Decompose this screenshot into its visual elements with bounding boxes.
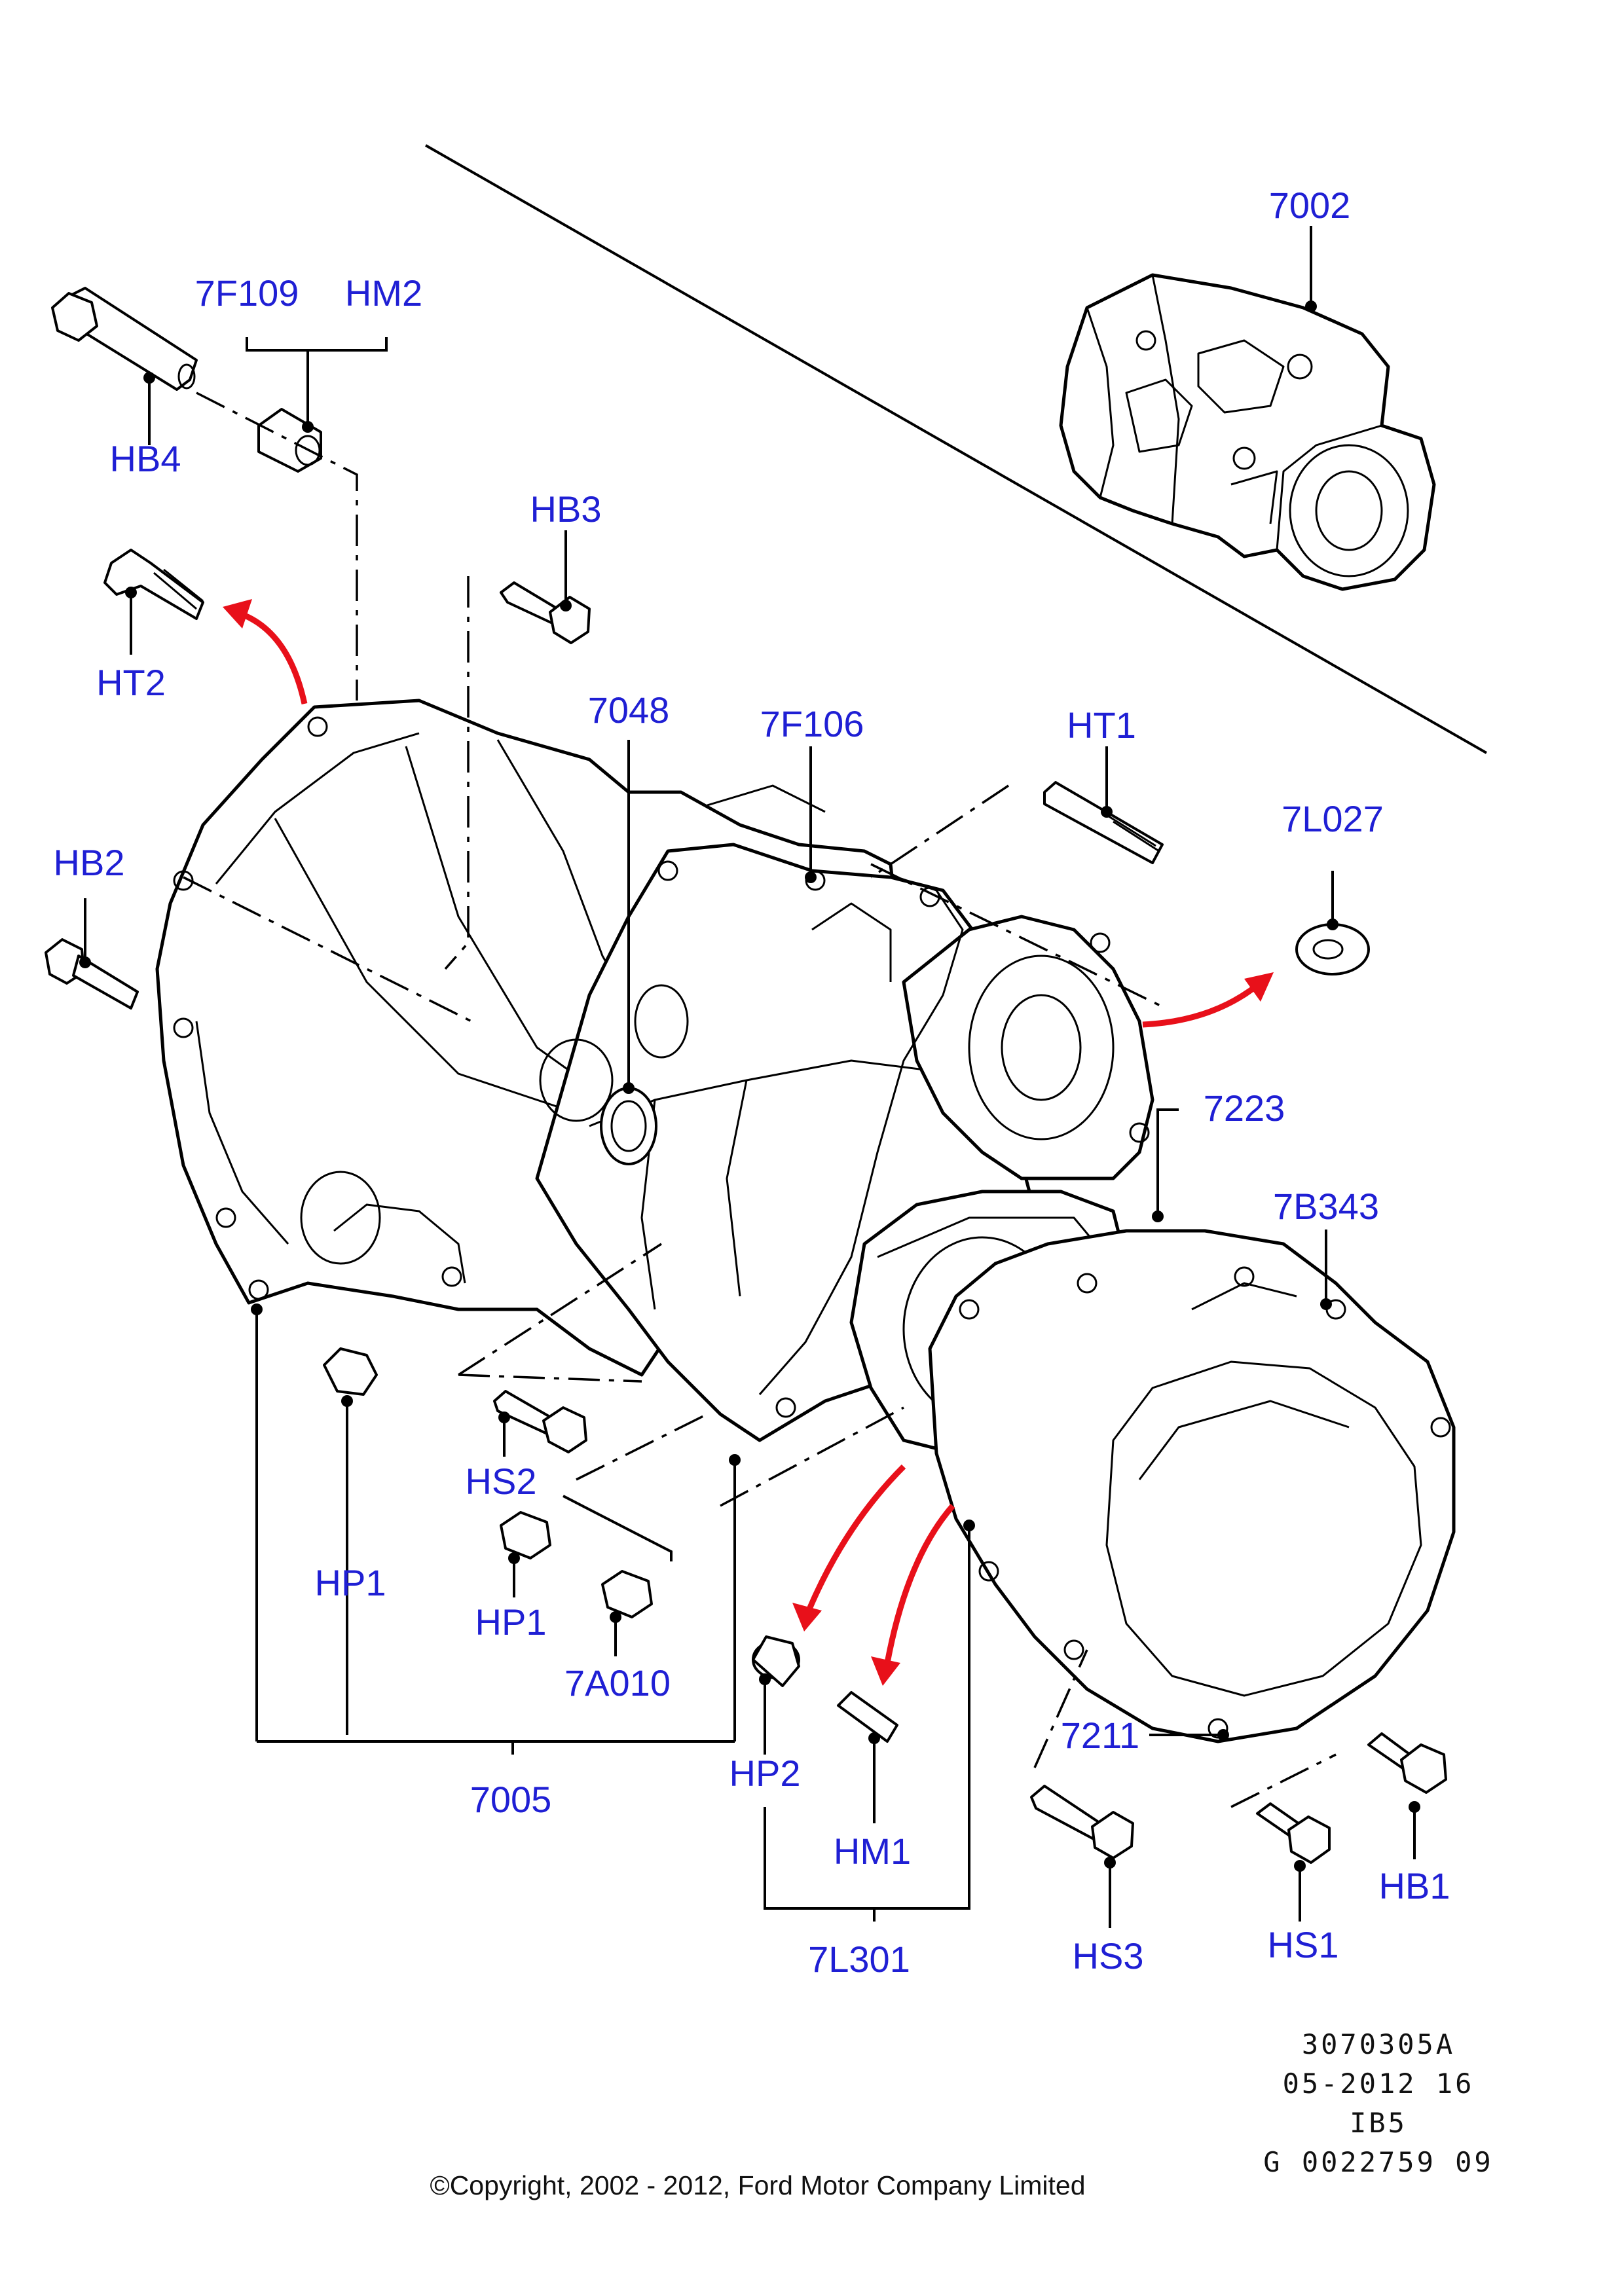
label-HT2: HT2 [96, 662, 166, 703]
reference-line-4: G 0022759 09 [1263, 2146, 1493, 2178]
bolt-HB1-illustration [1367, 1732, 1447, 1794]
reference-line-2: 05-2012 16 [1283, 2068, 1475, 2100]
stud-HT2-illustration [103, 549, 204, 620]
bolt-HB3-illustration [500, 581, 591, 644]
label-HB3: HB3 [530, 488, 602, 530]
seal-7048-illustration [600, 1087, 657, 1165]
bolt-HB2-illustration [45, 938, 139, 1010]
label-7L301: 7L301 [808, 1939, 910, 1980]
bolt-HS2-illustration [493, 1390, 587, 1453]
label-7005: 7005 [470, 1779, 552, 1820]
label-HS2: HS2 [466, 1461, 537, 1502]
label-7F106: 7F106 [760, 703, 864, 744]
label-HS3: HS3 [1073, 1935, 1144, 1977]
plug-HP1-mid-illustration [500, 1511, 551, 1559]
bolt-HS3-illustration [1030, 1785, 1134, 1859]
bolt-HS1-illustration [1256, 1802, 1331, 1864]
plug-HP1-illustration [323, 1347, 378, 1396]
label-HP1-left: HP1 [315, 1562, 386, 1603]
label-HP1-mid: HP1 [475, 1601, 547, 1643]
label-7B343: 7B343 [1273, 1186, 1379, 1227]
dowel-HM1-illustration [837, 1691, 898, 1743]
label-7002: 7002 [1269, 185, 1351, 226]
transmission-assembly-illustration [1059, 273, 1436, 591]
sleeve-7F109-illustration [257, 408, 322, 473]
reference-line-1: 3070305A [1302, 2028, 1455, 2060]
label-7F109: 7F109 [195, 272, 299, 314]
label-HB2: HB2 [54, 842, 125, 883]
label-7L027: 7L027 [1282, 798, 1384, 839]
separator-line [425, 144, 1487, 754]
label-7223: 7223 [1204, 1087, 1285, 1129]
reference-line-3: IB5 [1350, 2107, 1407, 2139]
washer-7L027-illustration [1295, 923, 1370, 975]
label-7211: 7211 [1061, 1715, 1139, 1756]
label-HP2: HP2 [729, 1753, 801, 1794]
label-HS1: HS1 [1268, 1924, 1339, 1965]
label-7A010: 7A010 [564, 1662, 671, 1704]
label-HB1: HB1 [1379, 1865, 1450, 1906]
plug-HP2-illustration [752, 1635, 800, 1687]
gasket-7F106-illustration [758, 869, 964, 1395]
plug-7A010-illustration [601, 1570, 653, 1618]
label-HM2: HM2 [345, 272, 422, 314]
label-HB4: HB4 [110, 438, 181, 479]
label-7048: 7048 [588, 689, 670, 731]
bolt-HB4-illustration [51, 287, 198, 391]
copyright-notice: ©Copyright, 2002 - 2012, Ford Motor Comp… [430, 2170, 1085, 2200]
label-HT1: HT1 [1067, 704, 1136, 746]
rear-cover-illustration [849, 1190, 1456, 1743]
stud-HT1-illustration [1043, 781, 1164, 864]
label-HM1: HM1 [834, 1831, 911, 1872]
